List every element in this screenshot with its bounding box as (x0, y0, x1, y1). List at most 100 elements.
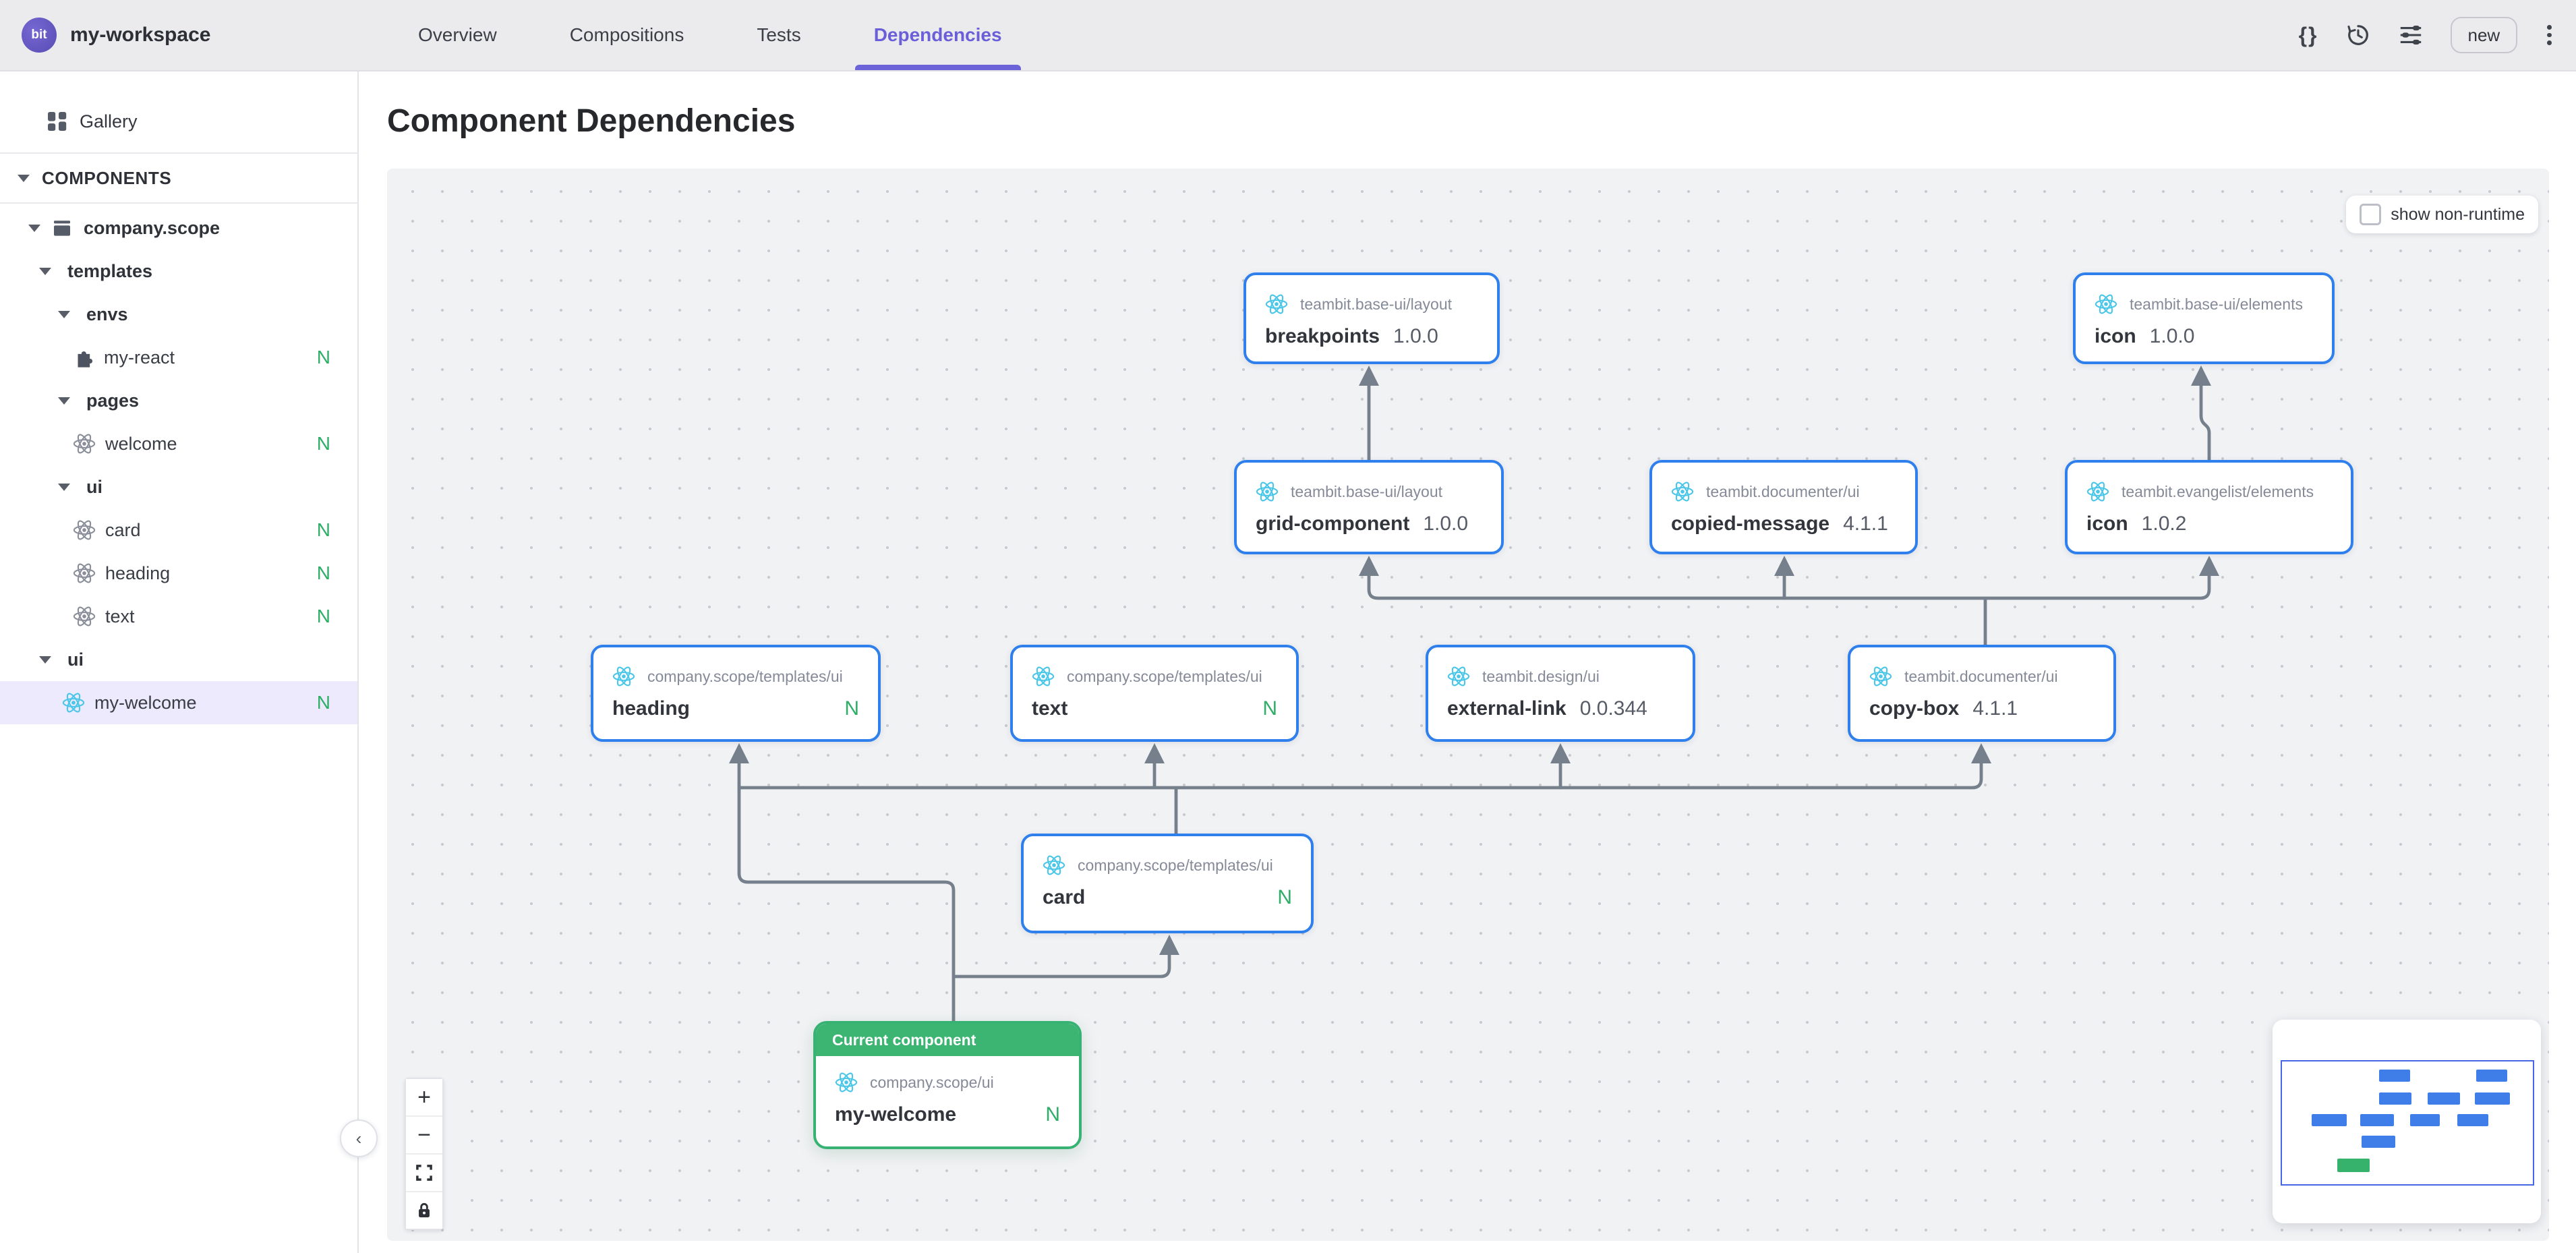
node-name: grid-component (1256, 513, 1410, 535)
top-bar: bit my-workspace Overview Compositions T… (0, 0, 2576, 71)
react-icon (73, 562, 96, 585)
node-version: 0.0.344 (1579, 697, 1647, 720)
tab-overview[interactable]: Overview (418, 24, 497, 45)
new-badge: N (316, 692, 330, 713)
chevron-down-icon (58, 397, 70, 405)
new-badge: N (844, 697, 859, 720)
minimap-node (2428, 1092, 2460, 1105)
scope-box-icon (54, 221, 70, 236)
tree-item-templates[interactable]: templates (0, 250, 357, 293)
node-version: 1.0.0 (1423, 513, 1469, 535)
tree-item-label: welcome (105, 433, 177, 454)
tree-item-text[interactable]: text N (0, 595, 357, 638)
canvas-controls: + − (405, 1078, 444, 1230)
graph-node-my-welcome-current[interactable]: Current component company.scope/ui my-we… (813, 1021, 1082, 1149)
tree-item-label: pages (86, 390, 140, 411)
node-name: breakpoints (1265, 325, 1380, 347)
checkbox[interactable] (2360, 204, 2382, 225)
tree-item-welcome[interactable]: welcome N (0, 422, 357, 465)
chevron-down-icon (28, 224, 40, 232)
tree-item-label: my-welcome (94, 692, 197, 713)
tab-tests[interactable]: Tests (757, 24, 801, 45)
node-name: copy-box (1869, 697, 1960, 720)
settings-sliders-icon (2400, 25, 2421, 45)
react-icon (1256, 480, 1279, 503)
tree-item-heading[interactable]: heading N (0, 552, 357, 595)
node-name: icon (2095, 325, 2136, 347)
sidebar-item-gallery[interactable]: Gallery (0, 90, 357, 152)
zoom-out-button[interactable]: − (406, 1117, 442, 1155)
code-icon[interactable]: {} (2298, 22, 2318, 47)
new-badge: N (316, 519, 330, 540)
history-icon[interactable] (2345, 22, 2371, 48)
chevron-down-icon (39, 267, 51, 275)
minimap-node (2475, 1092, 2510, 1105)
tree-item-label: text (105, 606, 135, 626)
node-env: teambit.documenter/ui (1706, 482, 1860, 500)
more-menu-icon[interactable] (2544, 22, 2554, 48)
fit-view-button[interactable] (406, 1155, 442, 1192)
chevron-down-icon (39, 655, 51, 664)
react-icon (1447, 665, 1470, 688)
minimap-viewport (2281, 1060, 2534, 1186)
tab-compositions[interactable]: Compositions (569, 24, 684, 45)
env-puzzle-icon (78, 351, 93, 368)
node-version: 1.0.2 (2141, 513, 2187, 535)
minimap-node (2457, 1114, 2488, 1126)
graph-node-heading[interactable]: company.scope/templates/ui heading N (591, 645, 881, 742)
tree-item-label: card (105, 519, 141, 540)
show-non-runtime-toggle[interactable]: show non-runtime (2346, 196, 2538, 233)
tree-item-ui-2[interactable]: ui (0, 638, 357, 681)
tree-item-ui[interactable]: ui (0, 465, 357, 508)
history-icon (2347, 25, 2368, 45)
chevron-down-icon (18, 174, 30, 182)
minimap-node (2362, 1136, 2395, 1148)
react-icon (1043, 854, 1065, 877)
minimap-node (2476, 1070, 2507, 1082)
node-name: heading (612, 697, 691, 720)
components-section-header[interactable]: COMPONENTS (0, 154, 357, 202)
sidebar-item-label: Gallery (80, 111, 138, 132)
node-name: copied-message (1671, 513, 1830, 535)
tree-item-company-scope[interactable]: company.scope (0, 206, 357, 250)
new-button[interactable]: new (2450, 17, 2518, 53)
minimap[interactable] (2273, 1020, 2541, 1223)
minimap-node (2360, 1114, 2394, 1126)
tree-item-label: company.scope (84, 217, 221, 238)
section-label: COMPONENTS (42, 167, 172, 188)
react-icon (1032, 665, 1055, 688)
node-env: teambit.base-ui/layout (1300, 295, 1453, 313)
lock-button[interactable] (406, 1192, 442, 1229)
tree-item-label: heading (105, 562, 171, 583)
react-icon (73, 432, 96, 455)
zoom-in-button[interactable]: + (406, 1079, 442, 1117)
tree-item-card[interactable]: card N (0, 508, 357, 552)
tree-item-envs[interactable]: envs (0, 293, 357, 336)
node-version: 4.1.1 (1972, 697, 2018, 720)
tab-dependencies[interactable]: Dependencies (854, 0, 1021, 70)
settings-sliders-icon[interactable] (2398, 22, 2424, 48)
tree-item-my-welcome[interactable]: my-welcome N (0, 681, 357, 724)
graph-node-copied-message[interactable]: teambit.documenter/ui copied-message 4.1.… (1649, 460, 1918, 554)
graph-node-breakpoints[interactable]: teambit.base-ui/layout breakpoints 1.0.0 (1243, 272, 1500, 364)
sidebar-collapse-button[interactable]: ‹ (340, 1119, 378, 1157)
node-version: 4.1.1 (1843, 513, 1888, 535)
bit-logo-icon[interactable]: bit (22, 18, 57, 53)
graph-node-copy-box[interactable]: teambit.documenter/ui copy-box 4.1.1 (1848, 645, 2116, 742)
react-icon (2086, 480, 2109, 503)
chevron-down-icon (58, 310, 70, 318)
node-env: company.scope/templates/ui (647, 667, 843, 685)
tree-item-my-react[interactable]: my-react N (0, 336, 357, 379)
tree-item-pages[interactable]: pages (0, 379, 357, 422)
node-version: 1.0.0 (1393, 325, 1438, 347)
new-badge: N (1045, 1103, 1060, 1126)
node-env: teambit.documenter/ui (1904, 667, 2058, 685)
